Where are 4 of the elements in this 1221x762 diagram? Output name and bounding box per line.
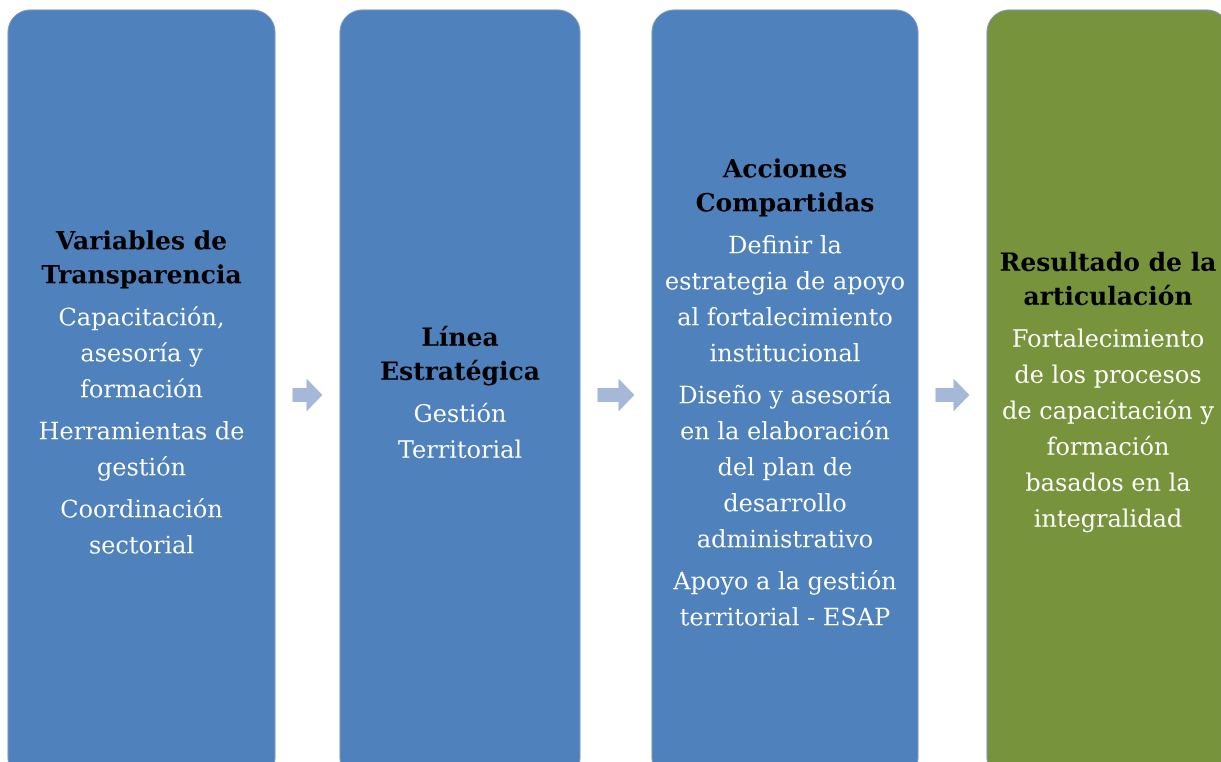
process-box: Acciones Compartidas Definir la estrategia de apoyo al fortalecimiento institucional Diseño y asesoría en la elaboración del plan de desarrollo administrativo Apoyo a la gestión territorial - ESAP bbox=[651, 9, 919, 762]
process-box: Resultado de la articulación Fortalecimiento de los procesos de capacitación y formación basados en la integralidad bbox=[986, 9, 1221, 762]
process-box: Variables de Transparencia Capacitación, asesoría y formación Herramientas de gestión Coordinación sectorial bbox=[7, 9, 276, 762]
process-box: Línea Estratégica Gestión Territorial bbox=[339, 9, 581, 762]
